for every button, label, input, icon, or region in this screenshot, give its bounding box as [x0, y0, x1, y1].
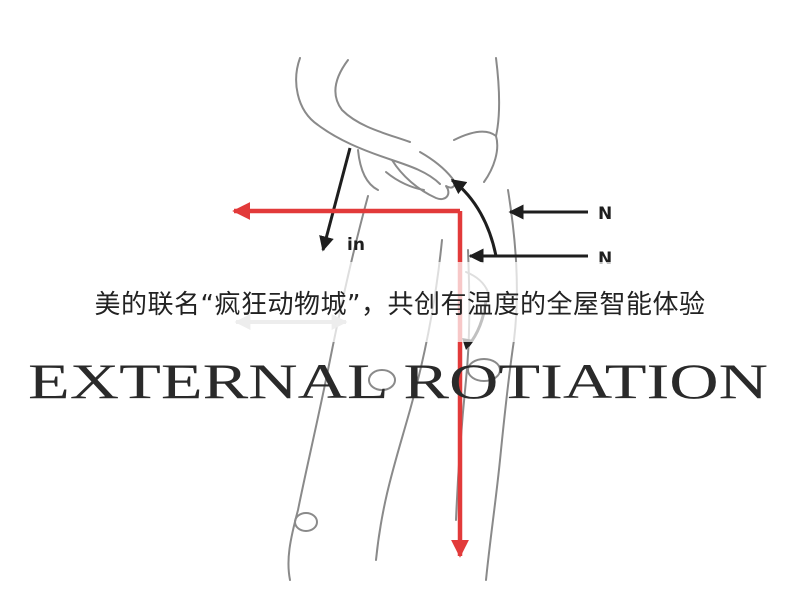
label-in: in — [347, 235, 365, 255]
in-arrow — [319, 147, 352, 252]
label-n-upper: N — [598, 204, 612, 224]
diagram-title: EXTERNAL ROTIATION — [28, 353, 768, 409]
caption-text: 美的联名“疯狂动物城”，共创有温度的全屋智能体验 — [94, 289, 706, 320]
rotation-arc-arrow — [450, 178, 498, 257]
caption-banner: 美的联名“疯狂动物城”，共创有温度的全屋智能体验 — [0, 262, 800, 342]
